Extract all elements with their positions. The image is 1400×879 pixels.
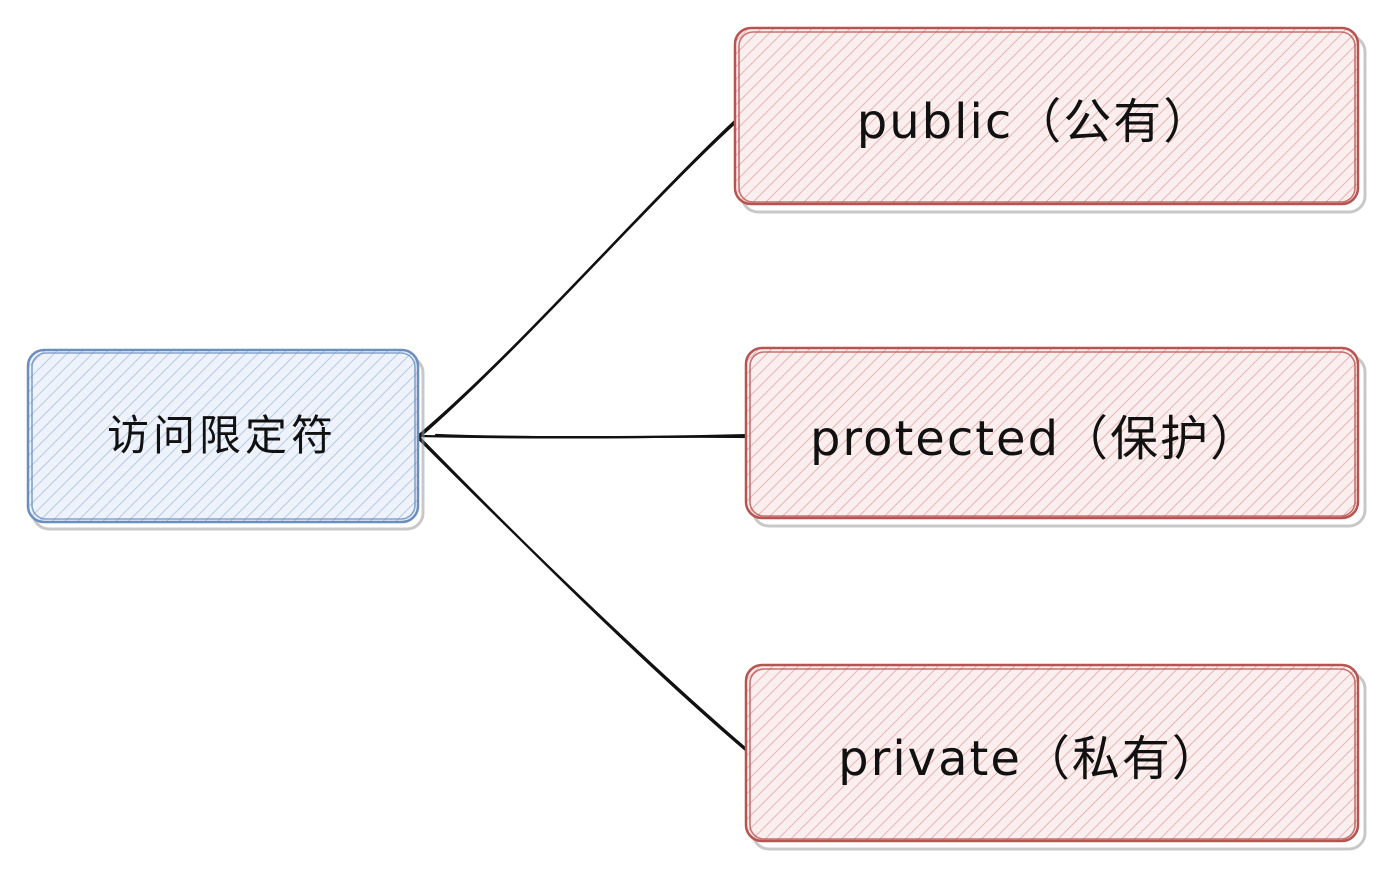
child-node-public-label: public（公有）	[857, 94, 1213, 150]
child-node-private-box-sketch	[749, 668, 1356, 840]
root-node-box	[26, 348, 420, 524]
edges	[414, 116, 754, 754]
child-node-public-box	[733, 26, 1360, 206]
root-node-box-sketch	[31, 352, 416, 520]
child-node-private-box	[744, 663, 1360, 843]
child-node-protected-label: protected（保护）	[810, 411, 1260, 467]
edge-root-to-private	[416, 434, 750, 754]
root-node-label: 访问限定符	[107, 411, 337, 460]
child-node-protected-box	[744, 346, 1360, 520]
root-node: 访问限定符	[26, 348, 425, 531]
child-node-protected-box-sketch	[749, 351, 1356, 517]
child-node-public: public（公有）	[733, 26, 1367, 214]
edge-root-to-private-sketch	[418, 438, 747, 750]
child-node-protected: protected（保护）	[744, 346, 1367, 528]
edge-root-to-protected-sketch	[434, 433, 752, 439]
child-node-private-label: private（私有）	[838, 731, 1222, 787]
edge-root-to-public-sketch	[414, 120, 738, 442]
child-node-public-box-sketch	[738, 31, 1356, 203]
child-node-private: private（私有）	[744, 663, 1367, 851]
